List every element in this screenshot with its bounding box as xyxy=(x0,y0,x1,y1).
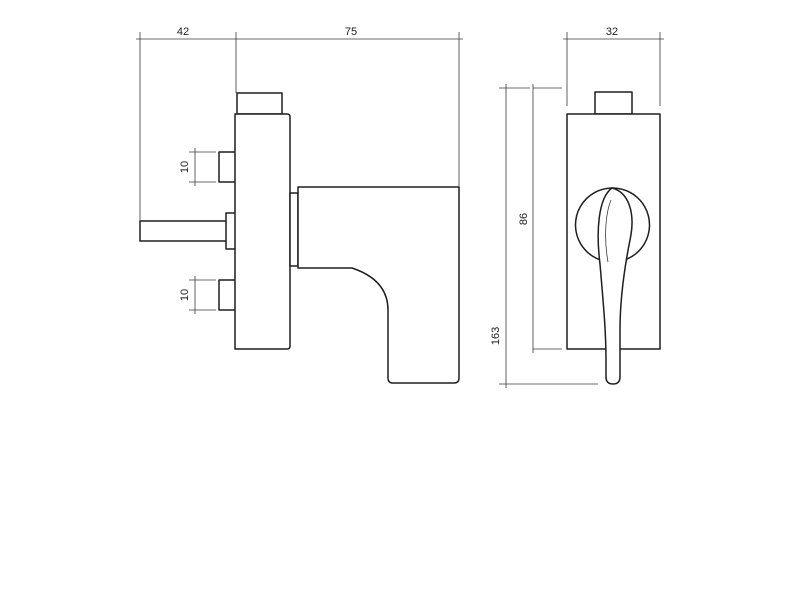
rose-plate-side xyxy=(234,113,291,350)
dimension-lines xyxy=(136,32,664,388)
dim-label-pin-upper: 10 xyxy=(179,161,191,173)
lock-button-front xyxy=(594,91,633,115)
dim-label-32: 32 xyxy=(606,26,618,38)
lever-side xyxy=(297,186,460,384)
dim-label-75: 75 xyxy=(345,26,357,38)
lever-front xyxy=(597,187,633,385)
dim-label-42: 42 xyxy=(177,26,189,38)
lever-front-inner-line xyxy=(605,199,612,263)
front-view xyxy=(566,91,661,385)
dim-label-86: 86 xyxy=(518,213,530,225)
spindle xyxy=(139,220,231,242)
handle-neck xyxy=(289,192,299,267)
dim-label-pin-lower: 10 xyxy=(179,289,191,301)
lock-button-side xyxy=(236,92,283,115)
dim-label-163: 163 xyxy=(490,327,502,345)
side-view xyxy=(139,92,460,384)
